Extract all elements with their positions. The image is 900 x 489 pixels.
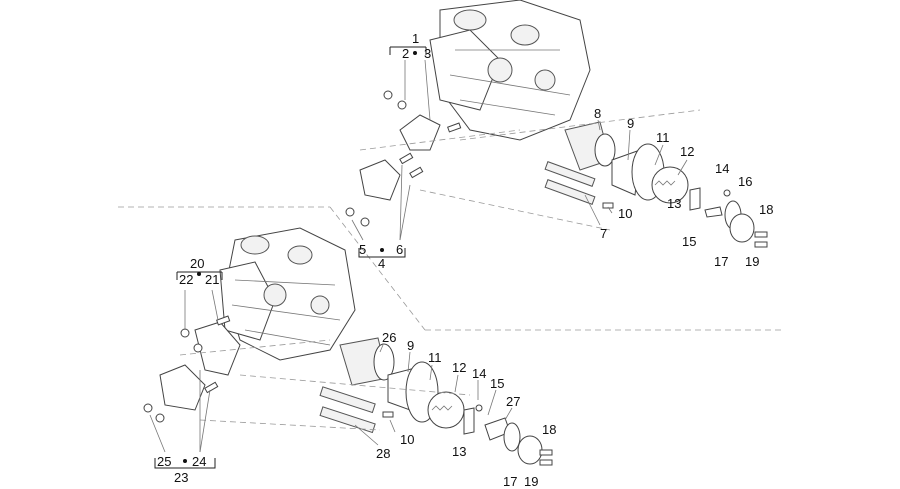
- callout: 7: [600, 226, 607, 241]
- top-camshaft: [564, 121, 768, 248]
- callout: 17: [714, 254, 728, 269]
- callout: 10: [618, 206, 632, 221]
- callout: 15: [490, 376, 504, 391]
- callout: 27: [506, 394, 520, 409]
- callout: 18: [542, 422, 556, 437]
- callouts-bottom: 20 22 21 23 25 24 26 9 11 12 14 15 27 10…: [157, 256, 556, 489]
- callout: 5: [359, 242, 366, 257]
- callout: 16: [738, 174, 752, 189]
- callout: 21: [205, 272, 219, 287]
- callout: 9: [627, 116, 634, 131]
- bottom-pushrods: [319, 386, 394, 434]
- callout: 20: [190, 256, 204, 271]
- top-brackets: [358, 46, 427, 258]
- callout: 22: [179, 272, 193, 287]
- callout: 2: [402, 46, 409, 61]
- callout: 23: [174, 470, 188, 485]
- callout: 25: [157, 454, 171, 469]
- callout: 11: [428, 350, 442, 365]
- callout: 6: [396, 242, 403, 257]
- bottom-dashed-guides: [179, 339, 471, 431]
- callout: 17: [503, 474, 517, 489]
- callout: 13: [452, 444, 466, 459]
- bottom-rocker-arms: [143, 315, 241, 423]
- callout: 10: [400, 432, 414, 447]
- separator-lines: [118, 206, 785, 331]
- callout: 9: [407, 338, 414, 353]
- callout: 14: [472, 366, 486, 381]
- top-dashed-guides: [359, 109, 701, 231]
- callout: 11: [656, 130, 670, 145]
- callout: 26: [382, 330, 396, 345]
- top-cylinder-head: [429, 0, 591, 141]
- callout: 12: [452, 360, 466, 375]
- callout: 24: [192, 454, 206, 469]
- bottom-leader-lines: [149, 289, 513, 453]
- callout: 19: [524, 474, 538, 489]
- bottom-brackets: [154, 271, 223, 469]
- callout: 13: [667, 196, 681, 211]
- top-rocker-arms: [345, 90, 462, 227]
- top-pushrods: [544, 161, 614, 209]
- callout: 18: [759, 202, 773, 217]
- callout: 12: [680, 144, 694, 159]
- callout: 1: [412, 31, 419, 46]
- callout: 28: [376, 446, 390, 461]
- callout: 4: [378, 256, 385, 271]
- callout: 8: [594, 106, 601, 121]
- callout: 3: [424, 46, 431, 61]
- callout: 14: [715, 161, 729, 176]
- callout: 19: [745, 254, 759, 269]
- top-leader-lines: [351, 59, 688, 241]
- bottom-cylinder-head: [219, 227, 356, 361]
- callouts-top: 1 2 3 4 5 6 7 8 10 9 11 12 13 14 15 16 1…: [359, 31, 773, 271]
- callout: 15: [682, 234, 696, 249]
